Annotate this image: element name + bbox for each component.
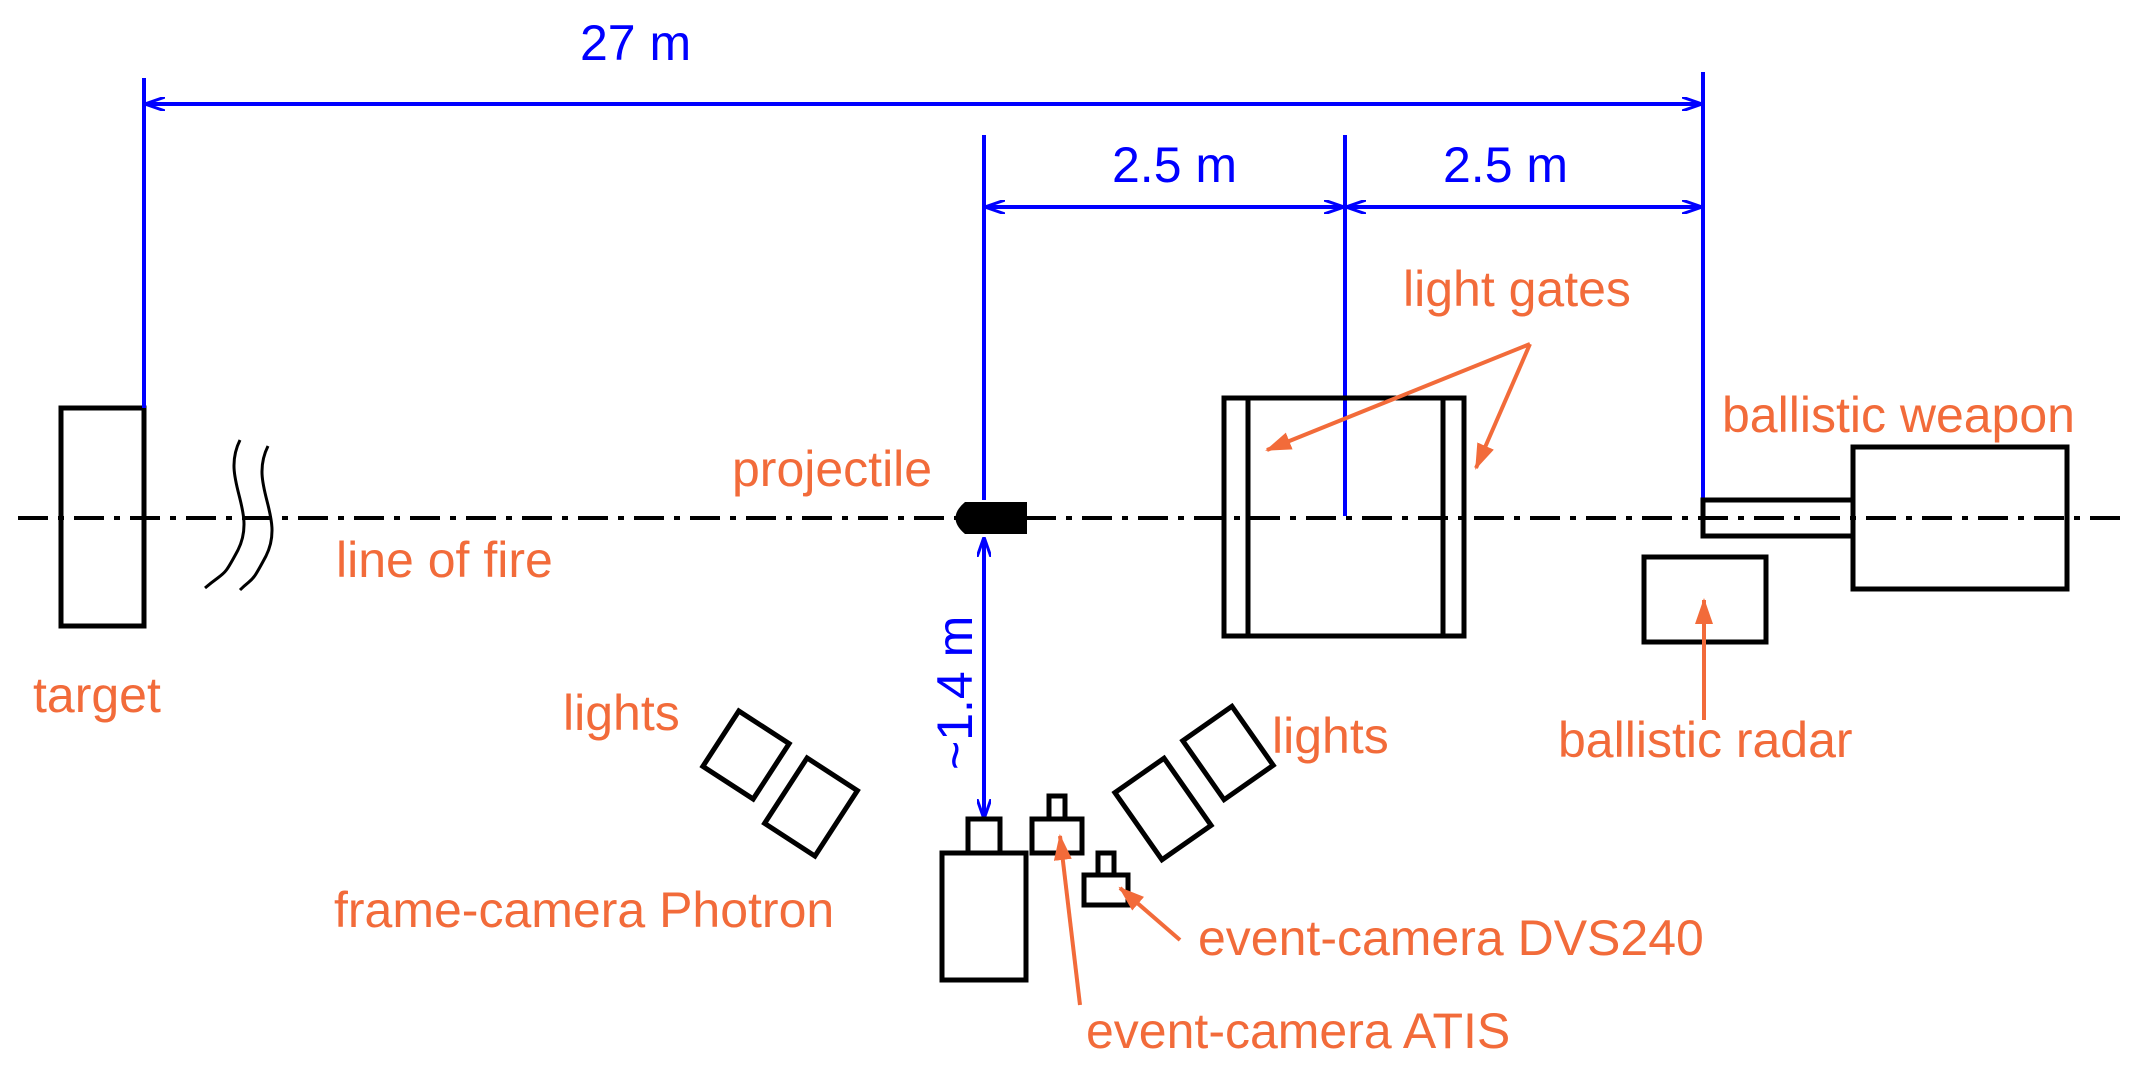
light-left-2	[761, 754, 861, 860]
frame-camera-lens	[965, 816, 1003, 856]
light-right-1	[1111, 754, 1215, 864]
dim-label-2.5m-right: 2.5 m	[1443, 137, 1568, 193]
event-camera-dvs-lens	[1095, 850, 1117, 878]
ballistic-weapon-body	[1850, 444, 2070, 592]
light-gates-frame	[1221, 395, 1467, 639]
distance-break-wave-2	[238, 445, 274, 592]
label-frame-camera: frame-camera Photron	[334, 882, 834, 938]
label-line-of-fire: line of fire	[336, 532, 553, 588]
label-lights-left: lights	[563, 685, 680, 741]
light-left-1	[699, 707, 793, 803]
label-light-gates: light gates	[1403, 261, 1631, 317]
frame-camera-body	[939, 850, 1029, 983]
dim-label-2.5m-left: 2.5 m	[1112, 137, 1237, 193]
label-lights-right: lights	[1272, 708, 1389, 764]
label-event-camera-atis: event-camera ATIS	[1086, 1003, 1510, 1059]
label-target: target	[33, 667, 161, 723]
label-projectile: projectile	[732, 441, 932, 497]
light-gates-arrow-1	[1265, 342, 1531, 452]
dim-label-27m: 27 m	[580, 15, 691, 71]
event-camera-atis-lens	[1046, 793, 1068, 822]
dvs-arrow	[1118, 886, 1182, 942]
atis-arrow	[1053, 834, 1082, 1006]
label-ballistic-weapon: ballistic weapon	[1722, 387, 2075, 443]
projectile	[955, 502, 1027, 534]
label-ballistic-radar: ballistic radar	[1558, 712, 1853, 768]
target-block	[58, 405, 147, 629]
event-camera-atis-body	[1029, 816, 1085, 856]
light-right-2	[1179, 702, 1277, 804]
dim-label-1.4m: ~1.4 m	[927, 616, 983, 770]
distance-break-wave-1	[204, 439, 246, 590]
light-gates-arrow-2	[1474, 343, 1532, 470]
label-event-camera-dvs: event-camera DVS240	[1198, 910, 1704, 966]
